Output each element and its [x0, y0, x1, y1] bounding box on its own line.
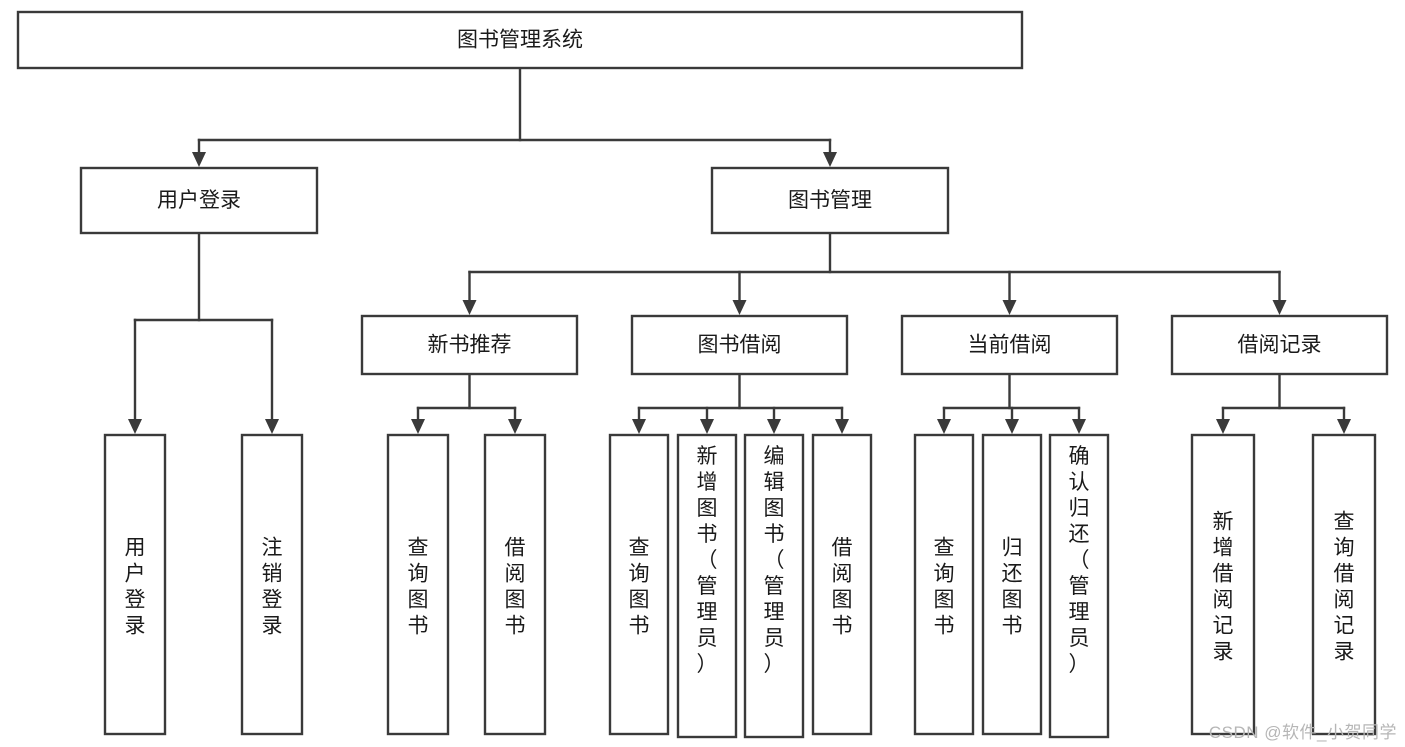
node-label-add-book-admin: 新增图书（管理员） — [697, 445, 718, 676]
arrow-head-icon — [462, 300, 477, 315]
node-box-borrow-record — [1170, 314, 1389, 376]
node-label-confirm-return-admin: 确认归还（管理员） — [1069, 445, 1090, 676]
node-box-query-borrow-record — [1311, 433, 1377, 736]
node-label-current-borrow: 当前借阅 — [968, 334, 1052, 357]
node-box-return-book — [981, 433, 1043, 736]
node-label-root: 图书管理系统 — [457, 29, 583, 52]
node-box-book-borrow — [630, 314, 849, 376]
arrow-head-icon — [767, 419, 781, 434]
node-book-borrow[interactable]: 图书借阅 — [630, 314, 849, 376]
arrow-head-icon — [1272, 300, 1287, 315]
node-query-book-3[interactable]: 查询图书 — [913, 433, 975, 736]
node-label-user-login: 用户登录 — [157, 189, 241, 212]
node-label-edit-book-admin: 编辑图书（管理员） — [764, 445, 785, 676]
node-label-query-book-1: 查询图书 — [408, 537, 429, 638]
node-box-user-login-do — [103, 433, 167, 736]
arrow-head-icon — [128, 419, 142, 434]
node-borrow-book-1[interactable]: 借阅图书 — [483, 433, 547, 736]
node-box-query-book-1 — [386, 433, 450, 736]
node-box-borrow-book-2 — [811, 433, 873, 736]
arrow-head-icon — [1002, 300, 1017, 315]
node-box-current-borrow — [900, 314, 1119, 376]
arrow-head-icon — [823, 152, 837, 167]
node-add-borrow-record[interactable]: 新增借阅记录 — [1190, 433, 1256, 736]
node-borrow-record[interactable]: 借阅记录 — [1170, 314, 1389, 376]
node-box-user-logout — [240, 433, 304, 736]
node-borrow-book-2[interactable]: 借阅图书 — [811, 433, 873, 736]
node-label-user-login-do: 用户登录 — [125, 537, 146, 638]
node-book-manage[interactable]: 图书管理 — [710, 166, 950, 235]
node-root[interactable]: 图书管理系统 — [16, 10, 1024, 70]
node-box-root — [16, 10, 1024, 70]
node-box-add-borrow-record — [1190, 433, 1256, 736]
arrow-head-icon — [265, 419, 279, 434]
node-label-add-borrow-record: 新增借阅记录 — [1213, 511, 1234, 664]
node-label-return-book: 归还图书 — [1002, 537, 1023, 638]
node-return-book[interactable]: 归还图书 — [981, 433, 1043, 736]
arrow-head-icon — [1005, 419, 1019, 434]
node-edit-book-admin[interactable]: 编辑图书（管理员） — [743, 433, 805, 739]
node-box-new-book-rec — [360, 314, 579, 376]
arrow-head-icon — [632, 419, 646, 434]
node-box-query-book-2 — [608, 433, 670, 736]
node-label-query-book-3: 查询图书 — [934, 537, 955, 638]
node-box-borrow-book-1 — [483, 433, 547, 736]
connector-layer — [128, 66, 1351, 434]
node-label-book-borrow: 图书借阅 — [698, 334, 782, 357]
arrow-head-icon — [411, 419, 425, 434]
node-user-login[interactable]: 用户登录 — [79, 166, 319, 235]
node-label-query-book-2: 查询图书 — [629, 537, 650, 638]
node-label-book-manage: 图书管理 — [788, 189, 872, 212]
arrow-head-icon — [700, 419, 714, 434]
node-layer: 图书管理系统用户登录用户登录注销登录图书管理新书推荐查询图书借阅图书图书借阅查询… — [16, 10, 1389, 739]
arrow-head-icon — [192, 152, 206, 167]
node-box-add-book-admin — [676, 433, 738, 739]
node-query-borrow-record[interactable]: 查询借阅记录 — [1311, 433, 1377, 736]
node-box-query-book-3 — [913, 433, 975, 736]
node-user-login-do[interactable]: 用户登录 — [103, 433, 167, 736]
arrow-head-icon — [732, 300, 747, 315]
arrow-head-icon — [508, 419, 522, 434]
node-label-new-book-rec: 新书推荐 — [428, 334, 512, 357]
csdn-watermark: CSDN @软件_小贺同学 — [1208, 723, 1397, 742]
node-label-user-logout: 注销登录 — [262, 537, 283, 638]
arrow-head-icon — [1072, 419, 1086, 434]
arrow-head-icon — [1337, 419, 1351, 434]
node-confirm-return-admin[interactable]: 确认归还（管理员） — [1048, 433, 1110, 739]
arrow-head-icon — [937, 419, 951, 434]
node-current-borrow[interactable]: 当前借阅 — [900, 314, 1119, 376]
node-user-logout[interactable]: 注销登录 — [240, 433, 304, 736]
node-box-confirm-return-admin — [1048, 433, 1110, 739]
node-label-borrow-book-1: 借阅图书 — [505, 537, 526, 638]
node-box-book-manage — [710, 166, 950, 235]
arrow-head-icon — [1216, 419, 1230, 434]
node-query-book-2[interactable]: 查询图书 — [608, 433, 670, 736]
node-new-book-rec[interactable]: 新书推荐 — [360, 314, 579, 376]
node-box-user-login — [79, 166, 319, 235]
node-label-borrow-book-2: 借阅图书 — [832, 537, 853, 638]
arrow-head-icon — [835, 419, 849, 434]
node-query-book-1[interactable]: 查询图书 — [386, 433, 450, 736]
node-label-query-borrow-record: 查询借阅记录 — [1334, 511, 1355, 664]
node-add-book-admin[interactable]: 新增图书（管理员） — [676, 433, 738, 739]
node-label-borrow-record: 借阅记录 — [1238, 334, 1322, 357]
node-box-edit-book-admin — [743, 433, 805, 739]
